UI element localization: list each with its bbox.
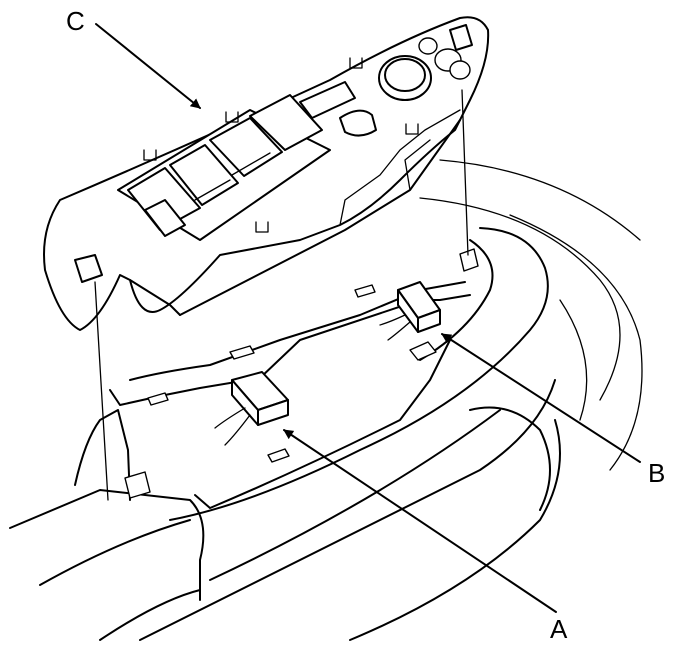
trim-contour-line (509, 214, 643, 471)
door-lock-button (339, 109, 377, 137)
panel-peg-right (449, 24, 473, 51)
panel-underside (129, 279, 181, 316)
mount-tab (229, 345, 255, 360)
leader-arrows (95, 23, 641, 613)
alignment-line-left (94, 281, 109, 501)
panel-underside (179, 119, 461, 316)
window-switch-rl-lower (144, 199, 186, 237)
arrow-icon (441, 333, 641, 463)
panel-clip (405, 123, 419, 135)
door-armrest (9, 159, 643, 641)
recess-front-edge (194, 339, 451, 509)
armrest-lower-contour (209, 409, 501, 581)
callout-a: A (550, 614, 568, 644)
connector-a-wire (224, 414, 251, 446)
armrest-grip-top (9, 489, 205, 601)
connector-a-front (257, 399, 289, 426)
panel-clip (255, 221, 269, 233)
connector-a (214, 371, 289, 446)
recess-top-edge (129, 281, 466, 381)
trim-contour-line (439, 159, 641, 241)
alignment-guides (94, 89, 469, 501)
panel-inner-ridge (404, 139, 431, 191)
mount-tab (267, 448, 290, 463)
window-lock-button (299, 81, 356, 119)
panel-clip (349, 57, 363, 69)
connector-a-wire (214, 407, 246, 429)
panel-inner-ridge (339, 109, 461, 226)
armrest-bottom-contour (139, 379, 556, 641)
mirror-selector-small (449, 60, 471, 80)
armrest-bottom-curve (469, 406, 551, 511)
left-clip-socket (124, 471, 151, 499)
callout-c: C (66, 6, 85, 36)
trim-contour-line (559, 299, 588, 421)
mirror-knob-inner (384, 58, 426, 92)
left-pocket-edge (74, 409, 131, 501)
armrest-top-edge (169, 227, 549, 521)
armrest-grip-lower (99, 589, 201, 641)
alignment-line-right (461, 89, 469, 256)
connector-b (379, 281, 441, 341)
connector-b-front (417, 309, 441, 333)
panel-clip (225, 111, 239, 123)
panel-socket-right (459, 248, 479, 272)
mount-tab (147, 392, 169, 406)
panel-clip (143, 149, 157, 161)
switch-divider (194, 179, 231, 201)
armrest-bottom-curve (349, 419, 561, 641)
arrow-icon (95, 23, 201, 109)
armrest-inner-edge (419, 239, 494, 361)
connector-b-wire (387, 321, 411, 341)
mount-tab (354, 284, 376, 298)
switch-divider (231, 152, 271, 176)
armrest-grip-edge (39, 519, 191, 586)
arrow-icon (283, 429, 557, 613)
window-switch-rr (169, 144, 239, 206)
trim-contour-line (419, 197, 621, 401)
switch-panel-c (43, 16, 490, 331)
connector-b-wire (379, 314, 406, 326)
mount-tab (409, 341, 437, 361)
window-switch-fr (249, 94, 323, 151)
window-switch-fl (209, 117, 283, 177)
mirror-selector-left (418, 37, 438, 55)
callout-b: B (648, 458, 666, 488)
panel-peg-left (74, 254, 103, 283)
